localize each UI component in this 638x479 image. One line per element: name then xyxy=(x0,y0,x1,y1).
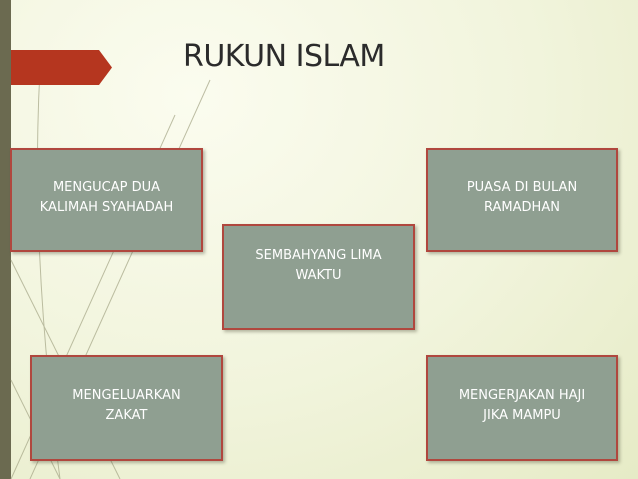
node-shahada-label: MENGUCAP DUA KALIMAH SYAHADAH xyxy=(39,180,174,215)
node-fasting-label: PUASA DI BULAN RAMADHAN xyxy=(466,180,578,215)
slide-title: RUKUN ISLAM xyxy=(183,39,385,74)
node-prayer-label: SEMBAHYANG LIMA WAKTU xyxy=(255,248,382,283)
node-hajj-label: MENGERJAKAN HAJI JIKA MAMPU xyxy=(458,388,586,423)
node-shahada: MENGUCAP DUA KALIMAH SYAHADAH xyxy=(10,148,203,252)
node-zakat-label: MENGELUARKAN ZAKAT xyxy=(72,388,181,423)
side-bar-decoration xyxy=(0,0,11,479)
node-hajj: MENGERJAKAN HAJI JIKA MAMPU xyxy=(426,355,618,461)
node-zakat: MENGELUARKAN ZAKAT xyxy=(30,355,223,461)
node-fasting: PUASA DI BULAN RAMADHAN xyxy=(426,148,618,252)
node-prayer: SEMBAHYANG LIMA WAKTU xyxy=(222,224,415,330)
title-arrow-icon xyxy=(11,50,112,85)
